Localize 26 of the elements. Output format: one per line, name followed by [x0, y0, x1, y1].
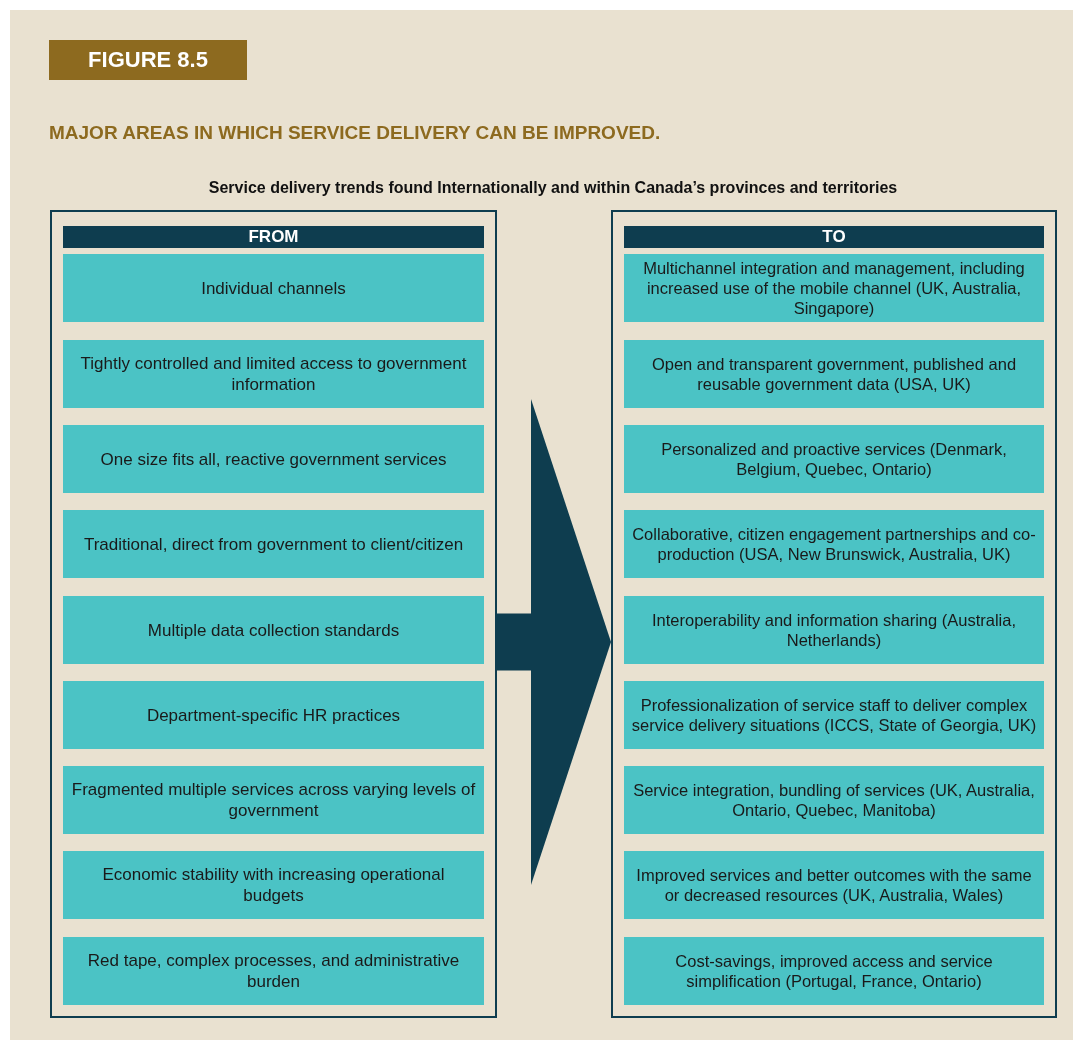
- column-panel: [611, 210, 1057, 1018]
- trend-box: Cost-savings, improved access and service simplification (Portugal, France, Ontario): [624, 937, 1044, 1005]
- trend-box: Fragmented multiple services across varying levels of government: [63, 766, 484, 834]
- trend-box: Interoperability and information sharing (Australia, Netherlands): [624, 596, 1044, 664]
- subtitle: Service delivery trends found Internationally and within Canada’s provinces and territories: [207, 179, 899, 197]
- trend-box: Department-specific HR practices: [63, 681, 484, 749]
- trend-box: Multichannel integration and management, including increased use of the mobile channel (UK, Australia, Singapore): [624, 254, 1044, 322]
- trend-box: Open and transparent government, published and reusable government data (USA, UK): [624, 340, 1044, 408]
- trend-box: Multiple data collection standards: [63, 596, 484, 664]
- trend-box: Red tape, complex processes, and administrative burden: [63, 937, 484, 1005]
- column-panel: [50, 210, 497, 1018]
- trend-box: Personalized and proactive services (Denmark, Belgium, Quebec, Ontario): [624, 425, 1044, 493]
- trend-box: Individual channels: [63, 254, 484, 322]
- column-header: FROM: [63, 226, 484, 248]
- block-arrow: [497, 399, 611, 885]
- trend-box: Economic stability with increasing operational budgets: [63, 851, 484, 919]
- trend-box: Service integration, bundling of services (UK, Australia, Ontario, Quebec, Manitoba): [624, 766, 1044, 834]
- trend-box: Professionalization of service staff to deliver complex service delivery situations (ICCS, State of Georgia, UK): [624, 681, 1044, 749]
- figure-number-badge: FIGURE 8.5: [49, 40, 247, 80]
- figure-title: MAJOR AREAS IN WHICH SERVICE DELIVERY CAN BE IMPROVED.: [49, 122, 661, 144]
- trend-box: Improved services and better outcomes with the same or decreased resources (UK, Australia, Wales): [624, 851, 1044, 919]
- trend-box: Traditional, direct from government to client/citizen: [63, 510, 484, 578]
- trend-box: Tightly controlled and limited access to government information: [63, 340, 484, 408]
- trend-box: Collaborative, citizen engagement partnerships and co-production (USA, New Brunswick, Australia, UK): [624, 510, 1044, 578]
- trend-box: One size fits all, reactive government services: [63, 425, 484, 493]
- column-header: TO: [624, 226, 1044, 248]
